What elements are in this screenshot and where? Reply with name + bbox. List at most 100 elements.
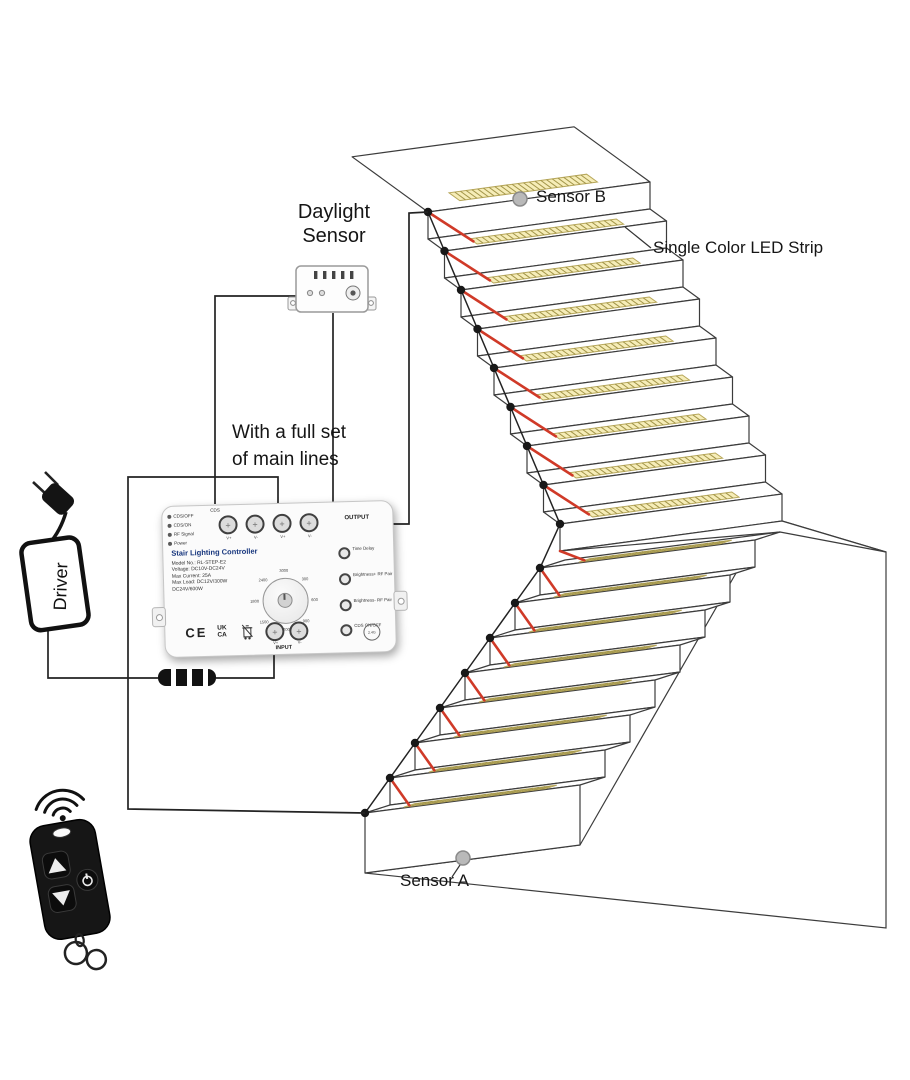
- weee-bin-icon: [241, 624, 253, 640]
- cds-label: CDS: [210, 507, 220, 513]
- led-segment: [614, 680, 627, 685]
- led-segment: [649, 548, 662, 554]
- led-segment: [598, 344, 607, 351]
- led-segment: [579, 223, 588, 230]
- led-segment: [663, 377, 672, 384]
- led-segment: [652, 611, 665, 617]
- sensor-a-label: Sensor A: [400, 871, 469, 890]
- led-segment: [610, 342, 619, 350]
- dial-value: 300: [301, 576, 309, 582]
- ukca-mark: UK CA: [217, 624, 227, 639]
- led-segment: [692, 414, 701, 421]
- vent-slot: [314, 271, 318, 279]
- led-segment: [508, 694, 520, 699]
- led-segment: [554, 719, 566, 725]
- led-segment: [620, 382, 629, 389]
- rf-arc: [34, 788, 86, 811]
- led-segment: [446, 765, 458, 771]
- led-segment: [585, 222, 594, 229]
- output-terminal: +: [245, 514, 265, 534]
- led-segment: [558, 751, 571, 756]
- led-segment: [492, 276, 500, 283]
- led-segment: [661, 418, 670, 425]
- down-arrow-icon: [52, 890, 70, 906]
- led-segment: [624, 583, 637, 589]
- led-segment: [551, 309, 560, 316]
- wire-node: [489, 363, 499, 373]
- led-segment: [583, 716, 596, 721]
- led-feed-wire: [542, 483, 591, 516]
- led-segment: [609, 508, 618, 515]
- sensor-b-label: Sensor B: [536, 187, 606, 206]
- led-segment: [547, 269, 555, 276]
- led-segment: [554, 226, 563, 233]
- connector-stripe: [187, 669, 192, 686]
- connector-stripe: [203, 669, 208, 686]
- led-segment: [490, 696, 502, 702]
- led-segment: [647, 461, 656, 468]
- led-segment: [575, 306, 584, 313]
- led-segment: [589, 588, 601, 593]
- led-segment: [474, 793, 487, 799]
- led-segment: [637, 550, 650, 555]
- led-segment: [583, 589, 595, 594]
- rf-signal-icon: [34, 788, 86, 822]
- led-segment: [647, 338, 656, 345]
- wire-connector-to-controller: [216, 651, 275, 679]
- led-segment: [502, 695, 514, 700]
- led-segment: [516, 788, 528, 793]
- led-feed-wire: [413, 741, 436, 772]
- led-segment: [522, 272, 531, 279]
- led-segment: [651, 378, 660, 385]
- led-segment: [526, 691, 538, 697]
- controller-title: Stair Lighting Controller: [171, 546, 258, 558]
- led-segment: [631, 422, 640, 429]
- light-sensor-eye: [350, 290, 356, 296]
- led-segment: [541, 393, 550, 400]
- led-segment: [713, 494, 722, 501]
- led-segment: [555, 688, 567, 693]
- stair-lighting-controller: CDS/OFF CDS/ON RF Signal Power CDS + + +…: [151, 499, 408, 659]
- led-segment: [597, 509, 606, 516]
- led-segment: [487, 235, 496, 242]
- output-terminal: +: [272, 513, 292, 534]
- led-segment: [591, 510, 599, 517]
- led-segment: [571, 717, 584, 723]
- terminal-label: V+: [226, 535, 232, 541]
- led-segment: [667, 546, 679, 552]
- led-segment: [624, 299, 633, 306]
- led-segment: [540, 269, 549, 277]
- led-segment: [456, 796, 469, 801]
- button-label: Brightness+ RF Pair: [352, 571, 393, 578]
- led-segment: [433, 799, 445, 804]
- led-feed-wire: [443, 249, 492, 282]
- led-segment: [553, 268, 561, 275]
- led-segment: [574, 471, 583, 478]
- led-segment: [511, 183, 524, 193]
- led-segment: [633, 504, 642, 511]
- led-segment: [557, 308, 566, 316]
- led-segment: [586, 346, 594, 353]
- led-segment: [558, 432, 566, 439]
- led-segment: [657, 377, 666, 384]
- sensor-a-dot: [455, 850, 471, 866]
- led-segment: [689, 575, 702, 580]
- led-segment: [672, 458, 681, 465]
- daylight-sensor-label-line1: Daylight: [297, 201, 371, 223]
- led-feed-wire: [488, 636, 511, 667]
- leader-led-strip-label: [624, 226, 652, 249]
- led-segment: [725, 492, 734, 499]
- led-segment: [580, 653, 592, 658]
- led-segment: [553, 391, 562, 398]
- led-segment: [611, 466, 620, 473]
- led-segment: [578, 388, 587, 395]
- led-feed-wire: [426, 210, 475, 243]
- main-wiring: [47, 211, 429, 814]
- led-segment: [493, 235, 502, 242]
- input-terminal: +: [289, 621, 309, 641]
- led-segment: [588, 428, 597, 435]
- led-segment: [565, 266, 574, 273]
- led-segment: [654, 579, 666, 585]
- ukca-mark-ca: CA: [217, 631, 227, 639]
